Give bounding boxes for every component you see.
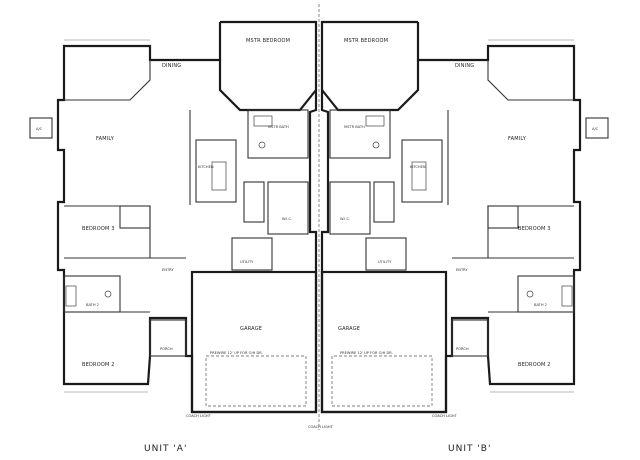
unit-label: UNIT 'A' xyxy=(144,444,187,454)
room-label-master: MSTR BEDROOM xyxy=(246,38,290,44)
unit-a-garage xyxy=(190,270,318,414)
room-label-garage: GARAGE xyxy=(240,326,262,332)
note-center-coach-light: COACH LIGHT xyxy=(308,425,334,429)
unit-b-master-bath xyxy=(329,109,391,159)
note-coach-light: COACH LIGHT xyxy=(432,414,458,418)
room-label-master-bath: MSTR BATH xyxy=(344,125,365,129)
room-label-garage: GARAGE xyxy=(338,326,360,332)
unit-a-master-wall xyxy=(218,60,317,112)
room-label-family: FAMILY xyxy=(508,136,527,142)
unit-b-ac-pad xyxy=(585,117,609,139)
room-label-dining: DINING xyxy=(162,63,181,69)
room-label-utility: UTILITY xyxy=(378,260,392,264)
room-label-dining: DINING xyxy=(455,63,474,69)
unit-b-bath2-tub xyxy=(561,285,573,307)
unit-a-dining-wall xyxy=(64,60,151,101)
note-coach-light: COACH LIGHT xyxy=(186,414,212,418)
room-label-master-bath: MSTR BATH xyxy=(268,125,289,129)
room-label-bedroom3: BEDROOM 3 xyxy=(518,226,551,232)
unit-b-tub xyxy=(365,115,385,127)
unit-a-garage-door xyxy=(205,355,307,407)
unit-a-closet xyxy=(243,181,265,223)
room-label-bath2: BATH 2 xyxy=(86,303,99,307)
room-label-bedroom2: BEDROOM 2 xyxy=(518,362,551,368)
unit-b-dining-wall xyxy=(487,60,574,101)
unit-a-bedroom3-closet xyxy=(119,205,151,229)
unit-a-outer-wall xyxy=(56,20,318,414)
unit-b-plan xyxy=(320,20,609,414)
room-label-utility: UTILITY xyxy=(240,260,254,264)
unit-a-bath2-tub xyxy=(65,285,77,307)
room-label-porch: PORCH xyxy=(456,347,469,351)
room-label-entry: ENTRY xyxy=(162,268,174,272)
room-label-bedroom2: BEDROOM 2 xyxy=(82,362,115,368)
unit-b-porch xyxy=(451,319,489,357)
unit-a-wic-room xyxy=(267,181,309,235)
room-label-porch: PORCH xyxy=(160,347,173,351)
unit-a-kitchen-block xyxy=(195,139,237,203)
room-label-bath2: BATH 2 xyxy=(534,303,547,307)
unit-b-outer-wall xyxy=(320,20,582,414)
unit-b-wic-room xyxy=(329,181,371,235)
unit-b-utility xyxy=(365,237,407,271)
unit-a-labels: MSTR BEDROOM DINING FAMILY KITCHEN MSTR … xyxy=(36,38,292,454)
unit-a-toilet xyxy=(258,141,266,149)
room-label-wic: W.I.C. xyxy=(282,217,292,221)
unit-b-master-wall xyxy=(321,60,420,112)
unit-b-garage-door xyxy=(331,355,433,407)
room-label-kitchen: KITCHEN xyxy=(410,165,426,169)
unit-a-master-bath xyxy=(247,109,309,159)
unit-b-labels: MSTR BEDROOM DINING FAMILY KITCHEN MSTR … xyxy=(338,38,599,454)
unit-a-kitchen-island xyxy=(211,161,227,191)
room-label-kitchen: KITCHEN xyxy=(198,165,214,169)
unit-a-ac-pad xyxy=(29,117,53,139)
room-label-family: FAMILY xyxy=(96,136,115,142)
unit-label: UNIT 'B' xyxy=(448,444,491,454)
unit-b-kitchen-island xyxy=(411,161,427,191)
unit-a-porch xyxy=(149,319,187,357)
note-garage-door: PREWIRE 12' UP FOR O/H DR. xyxy=(210,351,263,355)
unit-a-bedroom3-wall xyxy=(64,205,151,259)
unit-b-garage xyxy=(320,270,448,414)
unit-b-bedroom3-wall xyxy=(487,205,574,259)
room-label-bedroom3: BEDROOM 3 xyxy=(82,226,115,232)
note-garage-door: PREWIRE 12' UP FOR O/H DR. xyxy=(340,351,393,355)
room-label-wic: W.I.C. xyxy=(340,217,350,221)
unit-b-toilet xyxy=(372,141,380,149)
room-label-ac: A/C xyxy=(36,127,43,131)
unit-b-closet xyxy=(373,181,395,223)
room-label-ac: A/C xyxy=(592,127,599,131)
unit-a-plan xyxy=(29,20,318,414)
unit-a-utility xyxy=(231,237,273,271)
room-label-entry: ENTRY xyxy=(456,268,468,272)
unit-a-bath2-toilet xyxy=(104,290,112,298)
unit-b-kitchen-block xyxy=(401,139,443,203)
room-label-master: MSTR BEDROOM xyxy=(344,38,388,44)
unit-a-tub xyxy=(253,115,273,127)
unit-b-bath2-toilet xyxy=(526,290,534,298)
unit-b-bedroom3-closet xyxy=(487,205,519,229)
